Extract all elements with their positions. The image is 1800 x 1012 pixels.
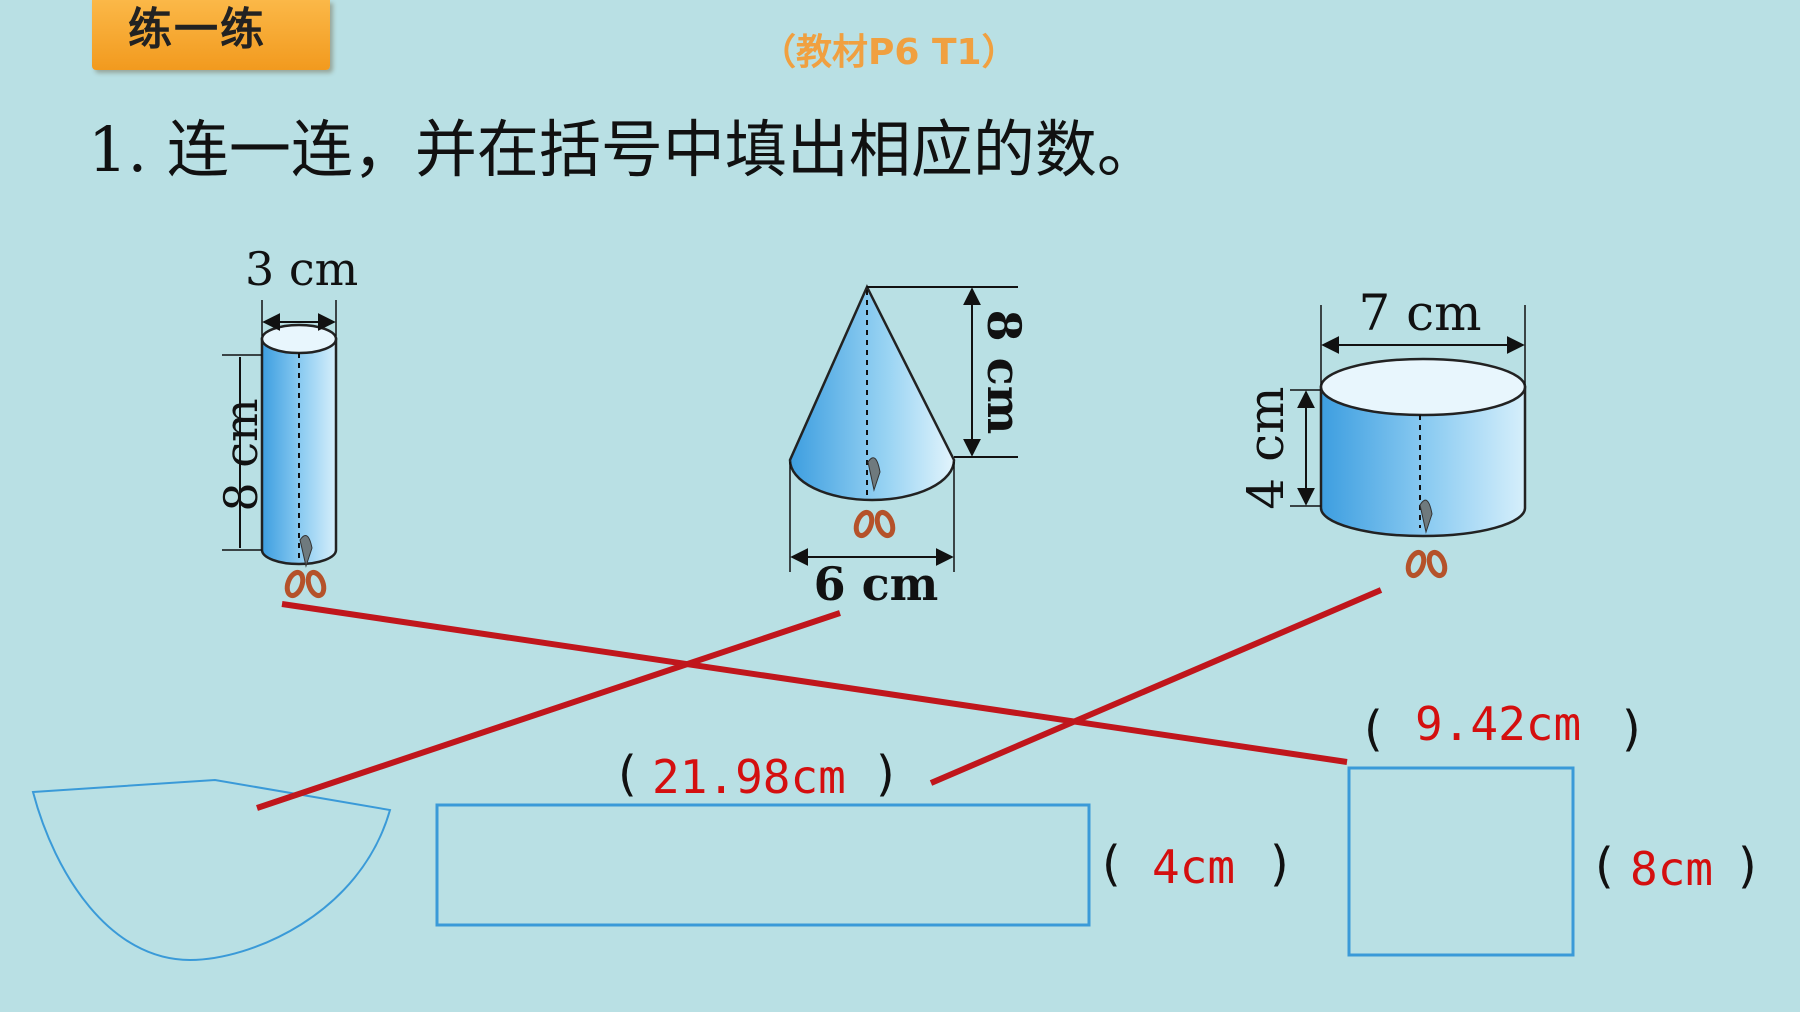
svg-text:(: ( xyxy=(1364,701,1383,757)
narrow-cylinder-diameter-label: 3 cm xyxy=(245,242,358,296)
answer-value: 21.98cm xyxy=(652,750,846,804)
match-line-narrow-cylinder xyxy=(281,601,1348,765)
scissors-icon xyxy=(1405,499,1448,579)
svg-text:(: ( xyxy=(1595,838,1614,894)
wide-cylinder: 7 cm 4 cm xyxy=(1237,284,1527,579)
cone-diameter-label: 6 cm xyxy=(814,557,939,611)
answer-value: 8cm xyxy=(1630,842,1713,896)
answer-square-width: ( 8cm ) xyxy=(1595,838,1757,896)
svg-text:(: ( xyxy=(618,746,637,802)
square-net xyxy=(1347,766,1575,957)
scissors-icon xyxy=(284,535,327,599)
section-tag-label: 练一练 xyxy=(128,4,266,55)
match-line-cone xyxy=(256,610,841,811)
answer-value: 9.42cm xyxy=(1415,697,1581,751)
sector-net xyxy=(31,778,392,962)
long-rectangle-net xyxy=(435,803,1091,927)
svg-text:): ) xyxy=(1270,836,1289,892)
wide-cylinder-height-label: 4 cm xyxy=(1237,386,1295,509)
question-text: 1. 连一连，并在括号中填出相应的数。 xyxy=(88,113,1159,186)
answer-long-rect-width: ( 4cm ) xyxy=(1102,836,1289,894)
textbook-source: （教材P6 T1） xyxy=(760,32,1018,73)
svg-text:(: ( xyxy=(1102,836,1121,892)
svg-text:): ) xyxy=(876,746,895,802)
cone-height-label: 8 cm xyxy=(977,310,1031,435)
answer-long-rect-length: ( 21.98cm ) xyxy=(618,746,895,804)
answer-square-length: ( 9.42cm ) xyxy=(1364,697,1641,757)
wide-cylinder-diameter-label: 7 cm xyxy=(1358,284,1481,342)
cone: 8 cm 6 cm xyxy=(788,284,1031,611)
svg-text:): ) xyxy=(1622,701,1641,757)
match-line-wide-cylinder xyxy=(929,587,1383,786)
scissors-icon xyxy=(853,457,896,539)
section-tag xyxy=(92,0,330,70)
narrow-cylinder-height-label: 8 cm xyxy=(214,398,268,511)
answer-value: 4cm xyxy=(1152,840,1235,894)
narrow-cylinder: 3 cm 8 cm xyxy=(214,242,358,599)
svg-text:): ) xyxy=(1738,838,1757,894)
